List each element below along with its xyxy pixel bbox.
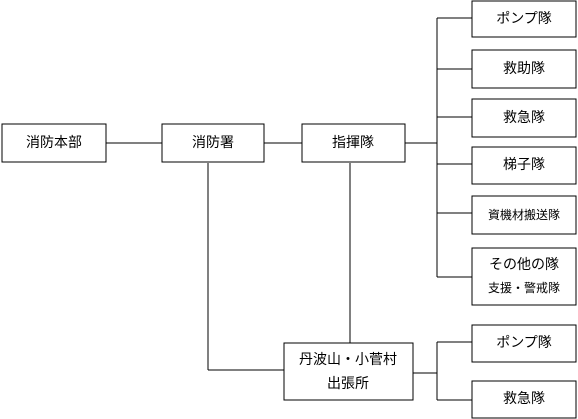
node-other-unit-sub: 支援・警戒隊 <box>488 280 560 295</box>
node-transport-unit: 資機材搬送隊 <box>471 195 577 235</box>
node-hq-label: 消防本部 <box>26 135 82 151</box>
node-other-unit: その他の隊 支援・警戒隊 <box>471 247 577 306</box>
node-ambulance-unit-label: 救急隊 <box>503 110 545 126</box>
connectors <box>106 17 472 401</box>
node-branch-pump-unit: ポンプ隊 <box>471 324 577 363</box>
node-pump-unit-label: ポンプ隊 <box>496 11 552 27</box>
node-branch-office-line1: 丹波山・小菅村 <box>299 352 397 368</box>
node-branch-ambulance-unit-label: 救急隊 <box>503 391 545 407</box>
node-hq: 消防本部 <box>1 123 107 163</box>
node-branch-office-line2: 出張所 <box>327 376 369 392</box>
node-station: 消防署 <box>161 123 265 163</box>
node-branch-ambulance-unit: 救急隊 <box>471 380 577 419</box>
node-ladder-unit: 梯子隊 <box>471 146 577 185</box>
node-command-label: 指揮隊 <box>332 135 374 151</box>
node-ambulance-unit: 救急隊 <box>471 98 577 138</box>
node-pump-unit: ポンプ隊 <box>471 0 577 38</box>
node-rescue-unit: 救助隊 <box>471 49 577 89</box>
node-rescue-unit-label: 救助隊 <box>503 61 545 77</box>
node-branch-office: 丹波山・小菅村 出張所 <box>283 342 414 401</box>
node-other-unit-title: その他の隊 <box>489 257 559 273</box>
node-transport-unit-label: 資機材搬送隊 <box>488 207 560 222</box>
node-command: 指揮隊 <box>301 123 406 163</box>
node-ladder-unit-label: 梯子隊 <box>503 157 545 173</box>
node-station-label: 消防署 <box>192 135 234 151</box>
node-branch-pump-unit-label: ポンプ隊 <box>496 335 552 351</box>
